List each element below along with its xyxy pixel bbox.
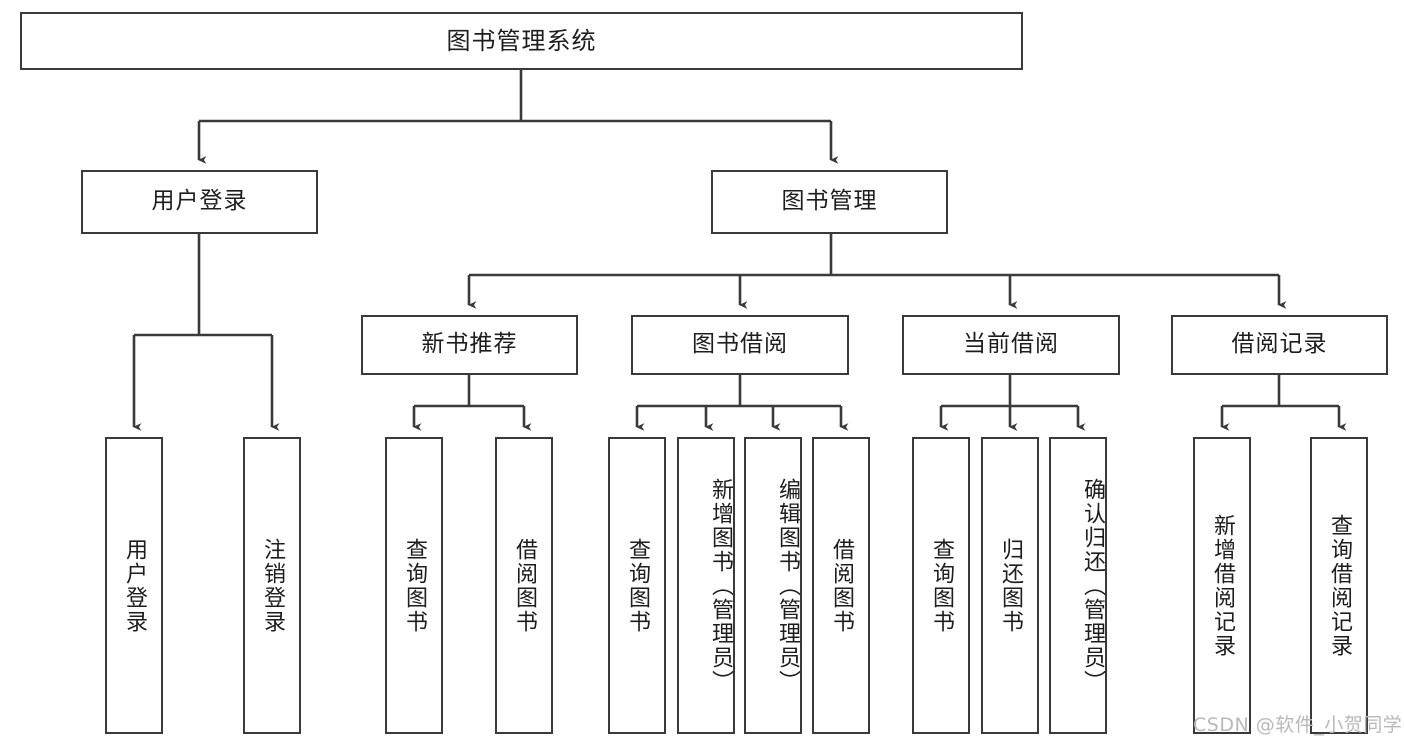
- leaf-query-borrow-record[interactable]: 查询借阅记录: [1310, 437, 1368, 734]
- node-label: 注销登录: [259, 537, 285, 634]
- node-label: 新增图书（管理员）: [708, 477, 733, 694]
- leaf-borrow-books[interactable]: 借阅图书: [812, 437, 870, 734]
- node-label: 新书推荐: [421, 331, 518, 358]
- node-label: 查询图书: [928, 537, 954, 634]
- leaf-add-book-admin[interactable]: 新增图书（管理员）: [677, 437, 735, 734]
- node-label: 图书管理: [781, 188, 878, 215]
- leaf-return-books[interactable]: 归还图书: [981, 437, 1039, 734]
- leaf-query-books-borrow[interactable]: 查询图书: [608, 437, 666, 734]
- node-book-management[interactable]: 图书管理: [711, 170, 948, 234]
- node-label: 新增借阅记录: [1209, 513, 1235, 658]
- node-new-book-recommendation[interactable]: 新书推荐: [361, 315, 578, 375]
- node-label: 确认归还（管理员）: [1080, 477, 1105, 694]
- node-label: 借阅图书: [511, 537, 537, 634]
- node-label: 借阅记录: [1231, 331, 1328, 358]
- node-label: 当前借阅: [963, 331, 1059, 358]
- node-label: 查询借阅记录: [1326, 513, 1352, 658]
- node-user-login[interactable]: 用户登录: [81, 170, 318, 234]
- node-label: 查询图书: [624, 537, 650, 634]
- leaf-confirm-return-admin[interactable]: 确认归还（管理员）: [1049, 437, 1107, 734]
- node-root-book-management-system[interactable]: 图书管理系统: [20, 12, 1023, 70]
- node-label: 借阅图书: [828, 537, 854, 634]
- node-book-borrowing[interactable]: 图书借阅: [631, 315, 849, 375]
- node-label: 用户登录: [121, 537, 147, 634]
- node-current-borrowing[interactable]: 当前借阅: [902, 315, 1120, 375]
- leaf-add-borrow-record[interactable]: 新增借阅记录: [1193, 437, 1251, 734]
- leaf-borrow-books-new[interactable]: 借阅图书: [495, 437, 553, 734]
- csdn-watermark: CSDN @软件_小贺同学: [1193, 714, 1403, 736]
- leaf-edit-book-admin[interactable]: 编辑图书（管理员）: [744, 437, 802, 734]
- node-label: 查询图书: [401, 537, 427, 634]
- leaf-query-books-current[interactable]: 查询图书: [912, 437, 970, 734]
- leaf-logout[interactable]: 注销登录: [243, 437, 301, 734]
- leaf-user-login[interactable]: 用户登录: [105, 437, 163, 734]
- node-borrow-records[interactable]: 借阅记录: [1171, 315, 1388, 375]
- node-label: 图书借阅: [692, 331, 788, 358]
- leaf-query-books-new[interactable]: 查询图书: [385, 437, 443, 734]
- node-label: 图书管理系统: [446, 26, 597, 55]
- node-label: 归还图书: [997, 537, 1023, 634]
- node-label: 用户登录: [151, 188, 248, 215]
- node-label: 编辑图书（管理员）: [775, 477, 800, 694]
